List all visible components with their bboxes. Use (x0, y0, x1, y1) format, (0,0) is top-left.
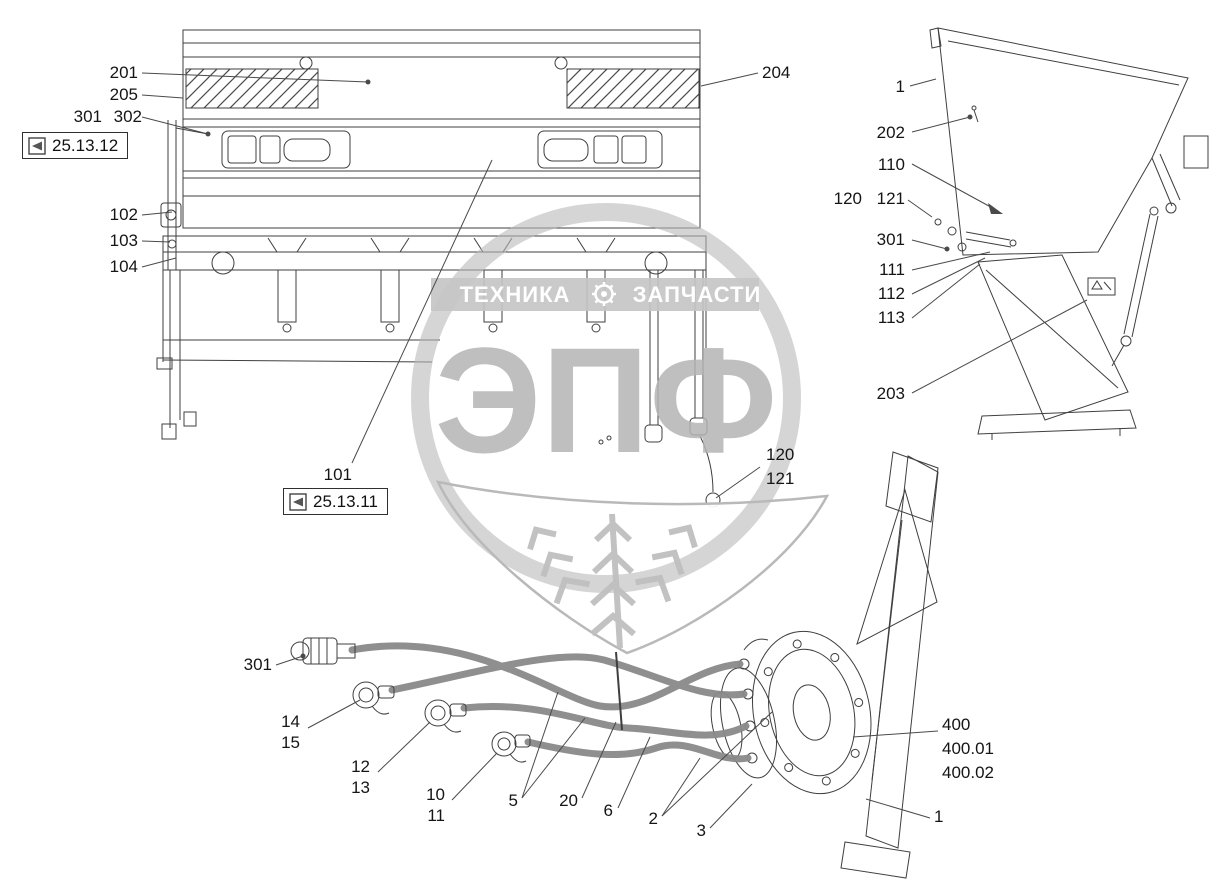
view-reference-icon (28, 136, 46, 155)
hoses (348, 642, 752, 763)
coupling-14-15 (352, 681, 395, 715)
callout-bottom-2: 2 (649, 809, 658, 828)
ref-badge-label: 25.13.12 (52, 136, 119, 155)
warning-sticker (1087, 277, 1116, 296)
ref-badge-25-13-11[interactable]: 25.13.11 (283, 488, 388, 516)
callout-bottom-400-02: 400.02 (942, 763, 994, 782)
callout-rear-121: 121 (766, 469, 794, 488)
callout-rear-302: 302 (114, 107, 142, 126)
reflector-panel-right (566, 68, 700, 109)
callout-bottom-400: 400 (942, 715, 970, 734)
callout-bottom-11: 11 (427, 806, 445, 825)
callout-bottom-301: 301 (244, 655, 272, 674)
electric-valve-301 (290, 637, 356, 665)
callout-bottom-6: 6 (604, 801, 613, 820)
callout-bottom-14: 14 (281, 712, 300, 731)
callout-rear-104: 104 (110, 257, 138, 276)
watermark: ЭПФ ТЕХНИКА ЗАПЧАСТИ (411, 203, 830, 655)
watermark-band-right: ЗАПЧАСТИ (633, 282, 762, 307)
callout-bottom-400-01: 400.01 (942, 739, 994, 758)
callout-bottom-1: 1 (934, 807, 943, 826)
watermark-logo-text: ЭПФ (435, 316, 778, 484)
callout-rear-301: 301 (74, 107, 102, 126)
coupling-10-11 (491, 731, 531, 763)
watermark-ring (411, 203, 801, 593)
ref-badge-25-13-12[interactable]: 25.13.12 (22, 132, 129, 160)
callout-bottom-20: 20 (559, 791, 578, 810)
fastener-detail (934, 218, 1017, 252)
watermark-wheat (527, 513, 698, 649)
callout-side-202: 202 (877, 123, 905, 142)
watermark-shield (435, 480, 830, 655)
callout-bottom-3: 3 (697, 821, 706, 840)
callout-bottom-12: 12 (351, 757, 370, 776)
gear-icon (592, 282, 616, 306)
reflector-panel-left (185, 68, 319, 109)
view-reference-icon (289, 492, 307, 511)
callout-bottom-13: 13 (351, 778, 370, 797)
control-cluster-left (221, 130, 351, 169)
callout-side-203: 203 (877, 384, 905, 403)
callout-bottom-10: 10 (426, 785, 445, 804)
callout-rear-103: 103 (110, 231, 138, 250)
hydraulic-assembly-drawing (290, 451, 939, 879)
callout-side-121: 121 (877, 189, 905, 208)
hydraulic-cylinder (1111, 206, 1159, 367)
hydraulic-motor (710, 630, 872, 795)
callout-rear-120: 120 (766, 445, 794, 464)
watermark-band-left: ТЕХНИКА (460, 282, 571, 307)
callout-rear-102: 102 (110, 205, 138, 224)
control-cluster-right (537, 130, 663, 169)
leader-lines (141, 72, 1088, 829)
ref-badge-label: 25.13.11 (313, 492, 378, 511)
callout-side-111: 111 (879, 260, 905, 279)
callout-rear-201: 201 (110, 63, 138, 82)
left-bracket (160, 120, 209, 270)
callout-labels: 201 205 301 302 102 103 104 204 101 120 … (74, 63, 994, 840)
side-view-drawing (929, 27, 1209, 440)
coupling-12-13 (424, 699, 467, 733)
callout-rear-101: 101 (324, 465, 352, 484)
callout-bottom-5: 5 (509, 791, 518, 810)
hose-clamp-20 (615, 651, 623, 731)
callout-side-110: 110 (878, 155, 905, 174)
callout-bottom-15: 15 (281, 733, 300, 752)
callout-side-301: 301 (877, 230, 905, 249)
callout-rear-204: 204 (762, 63, 790, 82)
callout-side-112: 112 (878, 284, 905, 303)
callout-rear-205: 205 (110, 85, 138, 104)
callout-side-1: 1 (896, 77, 905, 96)
callout-side-113: 113 (878, 308, 905, 327)
metering-band (162, 235, 707, 275)
callout-side-120: 120 (834, 189, 862, 208)
watermark-band: ТЕХНИКА ЗАПЧАСТИ (431, 278, 762, 311)
mounting-stand (840, 451, 939, 879)
